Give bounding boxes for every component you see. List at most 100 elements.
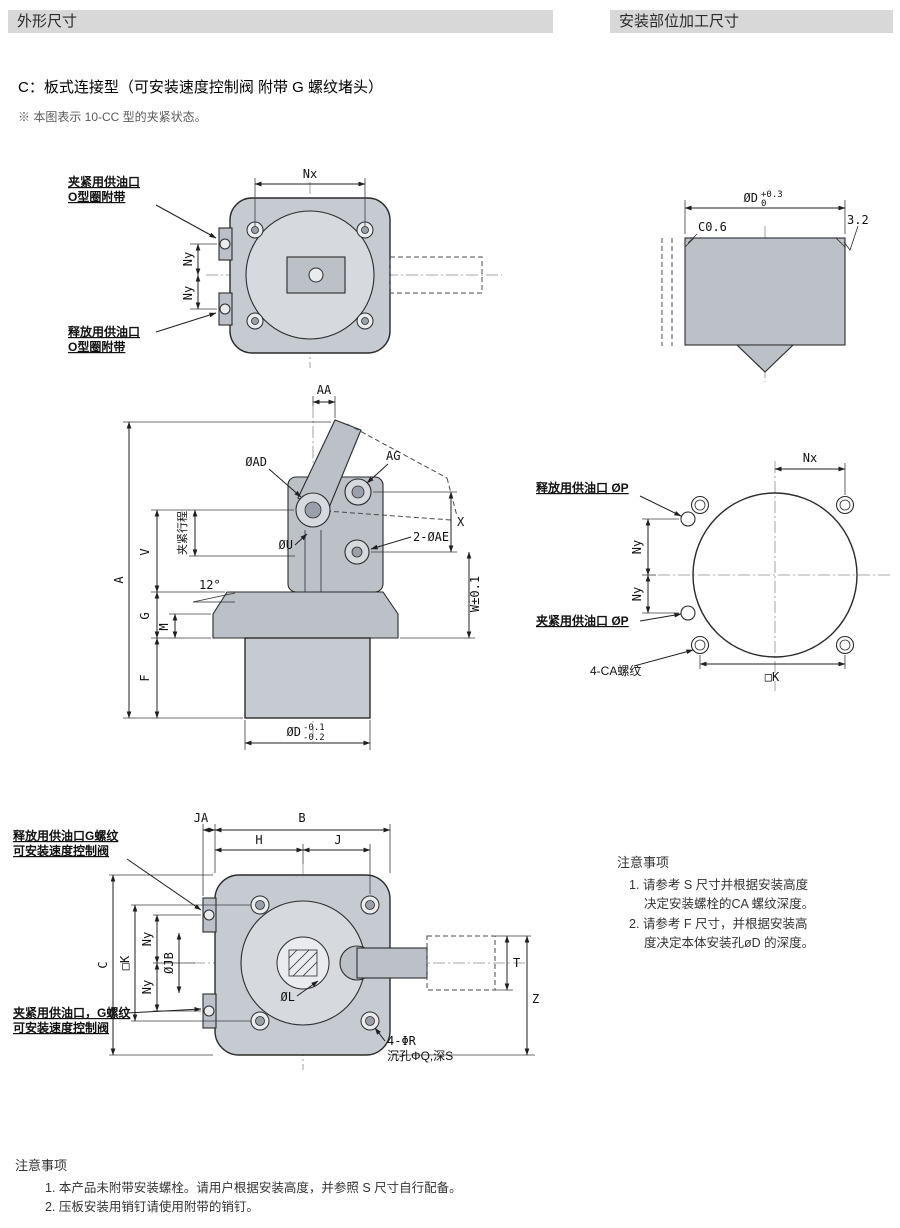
notes-right-item2-line2: 度决定本体安装孔øD 的深度。 [644, 936, 815, 951]
page-subnote: ※ 本图表示 10-CC 型的夹紧状态。 [18, 110, 207, 124]
dim-c-label: C [96, 961, 110, 968]
release-port-leader [155, 312, 217, 333]
machining-geometry [661, 226, 846, 382]
dim-w-label: W±0.1 [468, 576, 482, 612]
clamp-port-label-line1: 夹紧用供油口，G螺纹 [13, 1005, 131, 1020]
front-view-dimensions: AA A V G F M 夹紧行程 X [112, 383, 482, 750]
dim-m-label: M [157, 623, 171, 630]
dim-ny-lower-label: Ny [181, 286, 195, 300]
drawing-top-view: Nx Ny Ny 夹紧用供油口 O型圈附带 释放用供油口 O型圈附带 [68, 167, 502, 368]
header-outline-dimensions: 外形尺寸 [8, 10, 553, 33]
header-mounting-dimensions: 安装部位加工尺寸 [610, 10, 893, 33]
dim-ny-lower-label: Ny [140, 980, 154, 994]
piston-circle [276, 936, 330, 990]
dim-x-label: X [457, 515, 465, 529]
dim-d-bottom-tol-lower: -0.2 [303, 733, 325, 743]
dim-a-label: A [112, 576, 126, 584]
cylinder-body [244, 637, 371, 719]
roughness-label: 3.2 [847, 213, 869, 227]
dim-nx-label: Nx [303, 167, 317, 181]
clamp-stroke-label: 夹紧行程 [176, 511, 189, 555]
dim-ae-label: 2-ØAE [413, 530, 449, 544]
top-view-dimensions: Nx Ny Ny [181, 167, 366, 310]
notes-right: 注意事项 1. 请参考 S 尺寸并根据安装高度 决定安装螺栓的CA 螺纹深度。 … [617, 852, 892, 954]
bottom-view-labels: 释放用供油口G螺纹 可安装速度控制阀 夹紧用供油口，G螺纹 可安装速度控制阀 Ø… [13, 828, 453, 1063]
flange [212, 591, 399, 639]
notes-bottom-item1: 1. 本产品未附带安装螺栓。请用户根据安装高度，并参照 S 尺寸自行配备。 [45, 1181, 462, 1195]
dim-u-label: ØU [279, 538, 293, 552]
dim-ja-label: JA [194, 811, 209, 825]
dim-k-label: □K [765, 670, 780, 684]
dim-l-label: ØL [281, 990, 295, 1004]
drawing-machining-view: ØD +0.3 0 C0.6 3.2 [661, 190, 869, 382]
pilot-bore-circle [692, 492, 858, 658]
thread-note-label: 4-CA螺纹 [590, 664, 641, 678]
roughness-symbol [843, 225, 859, 251]
dim-ny-lower-label: Ny [630, 587, 644, 601]
top-view-geometry [206, 182, 502, 368]
dim-d-label: ØD [744, 191, 758, 205]
counterbore-label-line2: 沉孔ΦQ,深S [387, 1049, 453, 1063]
clamp-port-label-line2: 可安装速度控制阀 [13, 1020, 109, 1035]
drill-point [735, 344, 795, 373]
hole-pattern-geometry [658, 461, 892, 691]
dim-nx-label: Nx [803, 451, 817, 465]
machining-dimensions: ØD +0.3 0 C0.6 3.2 [684, 190, 869, 251]
bore-section [684, 237, 846, 346]
dim-k-label: □K [118, 955, 132, 970]
drawing-front-view: AA A V G F M 夹紧行程 X [112, 383, 482, 750]
dim-d-bottom-tol-upper: -0.1 [303, 723, 325, 733]
page-title: C：板式连接型（可安装速度控制阀 附带 G 螺纹堵头） [18, 79, 384, 96]
bottom-view-dimensions: JA B H J C □K Ny Ny ØJB [96, 811, 539, 1056]
dim-aa-label: AA [317, 383, 332, 397]
release-port-label-line2: O型圈附带 [68, 339, 125, 354]
angle-label: 12° [199, 578, 221, 592]
notes-bottom: 注意事项 1. 本产品未附带安装螺栓。请用户根据安装高度，并参照 S 尺寸自行配… [15, 1155, 715, 1218]
release-port-label: 释放用供油口 ØP [536, 480, 629, 495]
counterbore-label-line1: 4-ΦR [387, 1034, 417, 1048]
dim-g-label: G [138, 612, 152, 619]
notes-bottom-title: 注意事项 [15, 1158, 68, 1173]
dim-z-label: Z [532, 992, 539, 1006]
dim-h-label: H [255, 833, 262, 847]
clamp-port-label-line2: O型圈附带 [68, 189, 125, 204]
notes-right-item1-line1: 1. 请参考 S 尺寸并根据安装高度 [629, 878, 809, 892]
release-port-label-line1: 释放用供油口 [68, 324, 140, 339]
bolt-holes [246, 221, 374, 330]
hole-pattern-dimensions: Nx Ny Ny □K [630, 451, 846, 684]
dim-d-tol-lower: 0 [761, 199, 766, 209]
drawing-hole-pattern: Nx Ny Ny □K 释放用供油口 ØP 夹紧用供油口 ØP 4-CA螺纹 [536, 451, 892, 691]
dim-b-label: B [298, 811, 305, 825]
counterbore-holes [250, 895, 380, 1031]
thread-holes [690, 495, 855, 655]
dim-ag-label: AG [386, 449, 400, 463]
release-port-label-line1: 释放用供油口G螺纹 [13, 828, 119, 843]
dim-d-bottom-label: ØD [287, 725, 301, 739]
dim-d-tol-upper: +0.3 [761, 190, 783, 200]
dim-ny-upper-label: Ny [181, 252, 195, 266]
dim-ny-upper-label: Ny [140, 932, 154, 946]
dim-j-label: J [334, 833, 341, 847]
top-view-labels: 夹紧用供油口 O型圈附带 释放用供油口 O型圈附带 [68, 174, 217, 354]
release-port-label-line2: 可安装速度控制阀 [13, 843, 109, 858]
notes-bottom-item2: 2. 压板安装用销钉请使用附带的销钉。 [45, 1200, 259, 1215]
notes-right-title: 注意事项 [617, 855, 670, 870]
dim-v-label: V [138, 548, 152, 555]
notes-right-item2-line1: 2. 请参考 F 尺寸，并根据安装高 [629, 916, 808, 931]
clamp-port-label-line1: 夹紧用供油口 [68, 174, 140, 189]
arm-shank [356, 947, 428, 979]
bottom-view-geometry [193, 864, 525, 1070]
dim-ad-label: ØAD [245, 455, 267, 469]
hole-pattern-labels: 释放用供油口 ØP 夹紧用供油口 ØP 4-CA螺纹 [536, 480, 694, 678]
drawing-bottom-view: JA B H J C □K Ny Ny ØJB [13, 811, 539, 1070]
clamp-port-label: 夹紧用供油口 ØP [536, 613, 629, 628]
oil-ports [218, 227, 233, 326]
clamp-port-leader [155, 204, 217, 239]
dim-f-label: F [138, 674, 152, 681]
oil-ports [202, 897, 217, 1029]
chamfer-label: C0.6 [698, 220, 727, 234]
dim-t-label: T [513, 956, 520, 970]
dim-ny-upper-label: Ny [630, 540, 644, 554]
dim-jb-label: ØJB [162, 952, 176, 974]
